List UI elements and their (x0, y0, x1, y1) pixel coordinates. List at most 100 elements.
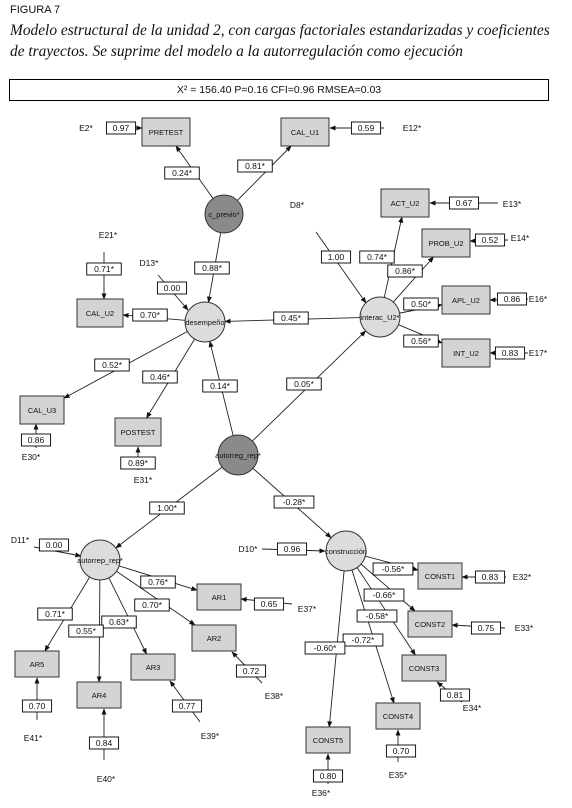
coef-c-previo-cal-u1-box (237, 159, 273, 173)
error-coef-e38-box (235, 664, 267, 678)
coef-interac-apl-u2: 0.50* (403, 297, 439, 311)
observed-const1-shape (417, 562, 463, 590)
error-label-e12: E12* (403, 123, 422, 133)
error-coef-e37-box (253, 597, 285, 611)
node-label-ar4: AR4 (92, 691, 107, 700)
error-coef-e32: 0.83 (474, 570, 506, 584)
error-coef-e12: 0.59 (350, 121, 382, 135)
error-label-e41: E41* (24, 733, 43, 743)
error-coef-e2-text: 0.97 (113, 123, 130, 133)
error-coef-e39: 0.77 (171, 699, 203, 713)
coef-construccion-const1: -0.56* (372, 562, 414, 576)
node-label-cal-u2: CAL_U2 (86, 309, 114, 318)
node-ar3: AR3 (130, 653, 176, 681)
error-coef-e40: 0.84 (88, 736, 120, 750)
coef-construccion-const1-box (372, 562, 414, 576)
error-label-d8: D8* (290, 200, 305, 210)
figure-label: FIGURA 7 (10, 4, 61, 16)
node-label-ar5: AR5 (30, 660, 45, 669)
node-label-c-previo: c_previo* (208, 210, 239, 219)
node-c-previo: c_previo* (204, 194, 244, 234)
observed-const3-shape (401, 654, 447, 682)
error-label-e32: E32* (513, 572, 532, 582)
error-label-d10: D10* (239, 544, 259, 554)
error-label-e37: E37* (298, 604, 317, 614)
error-label-e14: E14* (511, 233, 530, 243)
coef-autorreg-rep2-ar2-text: 0.70* (142, 600, 163, 610)
path-interac-to-prob-u2 (392, 256, 434, 303)
error-coef-e13-box (448, 196, 480, 210)
observed-act-u2-shape (380, 188, 430, 218)
error-label-d11: D11* (11, 535, 30, 545)
error-label-e30: E30* (22, 452, 41, 462)
error-coef-e38-text: 0.72 (243, 666, 260, 676)
latent-interac-shape (359, 296, 401, 338)
node-label-ar2: AR2 (207, 634, 222, 643)
coef-interac-act-u2-box (359, 250, 395, 264)
coef-construccion-const3-text: -0.58* (366, 611, 389, 621)
error-path-d8 (315, 231, 367, 304)
error-coef-e40-text: 0.84 (96, 738, 113, 748)
error-label-e35: E35* (389, 770, 408, 780)
observed-const2-shape (407, 610, 453, 638)
node-apl-u2: APL_U2 (441, 285, 491, 315)
node-const2: CONST2 (407, 610, 453, 638)
error-label-e33: E33* (515, 623, 534, 633)
node-label-const1: CONST1 (425, 572, 455, 581)
coef-desempeno-postest-text: 0.46* (150, 372, 171, 382)
coef-autorreg-rep2-ar1-text: 0.76* (148, 577, 169, 587)
coef-autorreg-rep2-ar1-box (140, 575, 176, 589)
coef-c-previo-pretest-box (164, 166, 200, 180)
node-label-cal-u1: CAL_U1 (291, 128, 319, 137)
coef-autorreg-rep2-ar5-text: 0.71* (45, 609, 66, 619)
observed-ar2-shape (191, 624, 237, 652)
coef-construccion-const4-box (342, 633, 384, 647)
node-ar1: AR1 (196, 583, 242, 611)
coef-desempeno-cal-u2-box (132, 308, 168, 322)
node-label-const3: CONST3 (409, 664, 439, 673)
node-cal-u3: CAL_U3 (19, 395, 65, 425)
coef-construccion-const2-box (363, 588, 405, 602)
observed-ar5-shape (14, 650, 60, 678)
coef-interac-int-u2-box (403, 334, 439, 348)
error-coef-e37: 0.65 (253, 597, 285, 611)
coef-interac-int-u2-text: 0.56* (411, 336, 432, 346)
observed-ar4-shape (76, 681, 122, 709)
coef-c-previo-desempeno-text: 0.88* (202, 263, 223, 273)
node-label-ar3: AR3 (146, 663, 161, 672)
error-coef-e16: 0.86 (496, 292, 528, 306)
error-coef-e33-box (470, 621, 502, 635)
node-const4: CONST4 (375, 702, 421, 730)
coef-construccion-const5-text: -0.60* (314, 643, 337, 653)
coef-construccion-const5: -0.60* (304, 641, 346, 655)
error-coef-d13-text: 0.00 (164, 283, 181, 293)
error-coef-e2-box (105, 121, 137, 135)
coef-autorreg-rep2-ar4: 0.55* (68, 624, 104, 638)
node-label-autorreg-rep2: autorrep_rep* (77, 556, 123, 565)
coef-desempeno-cal-u3: 0.52* (94, 358, 130, 372)
error-coef-e13-text: 0.67 (456, 198, 473, 208)
coef-interac-desempeno-box (273, 311, 309, 325)
observed-cal-u1-shape (280, 117, 330, 147)
error-coef-e32-text: 0.83 (482, 572, 499, 582)
node-label-const2: CONST2 (415, 620, 445, 629)
error-coef-e17-text: 0.83 (502, 348, 519, 358)
error-coef-e40-box (88, 736, 120, 750)
error-coef-e33: 0.75 (470, 621, 502, 635)
observed-pretest-shape (141, 117, 191, 147)
error-coef-e33-text: 0.75 (478, 623, 495, 633)
coef-autorreg-rep2-ar5: 0.71* (37, 607, 73, 621)
coef-autorreg-rep1-desempeno-box (202, 379, 238, 393)
error-coef-d11-text: 0.00 (46, 540, 63, 550)
coef-interac-apl-u2-text: 0.50* (411, 299, 432, 309)
latent-autorreg-rep1-shape (217, 434, 259, 476)
node-int-u2: INT_U2 (441, 338, 491, 368)
coef-autorreg-rep2-ar3-box (101, 615, 137, 629)
error-coef-d11: 0.00 (38, 538, 70, 552)
node-prob-u2: PROB_U2 (421, 228, 471, 258)
coef-construccion-const2: -0.66* (363, 588, 405, 602)
coef-interac-desempeno: 0.45* (273, 311, 309, 325)
error-coef-d13-box (156, 281, 188, 295)
node-ar4: AR4 (76, 681, 122, 709)
coef-construccion-const3-box (356, 609, 398, 623)
